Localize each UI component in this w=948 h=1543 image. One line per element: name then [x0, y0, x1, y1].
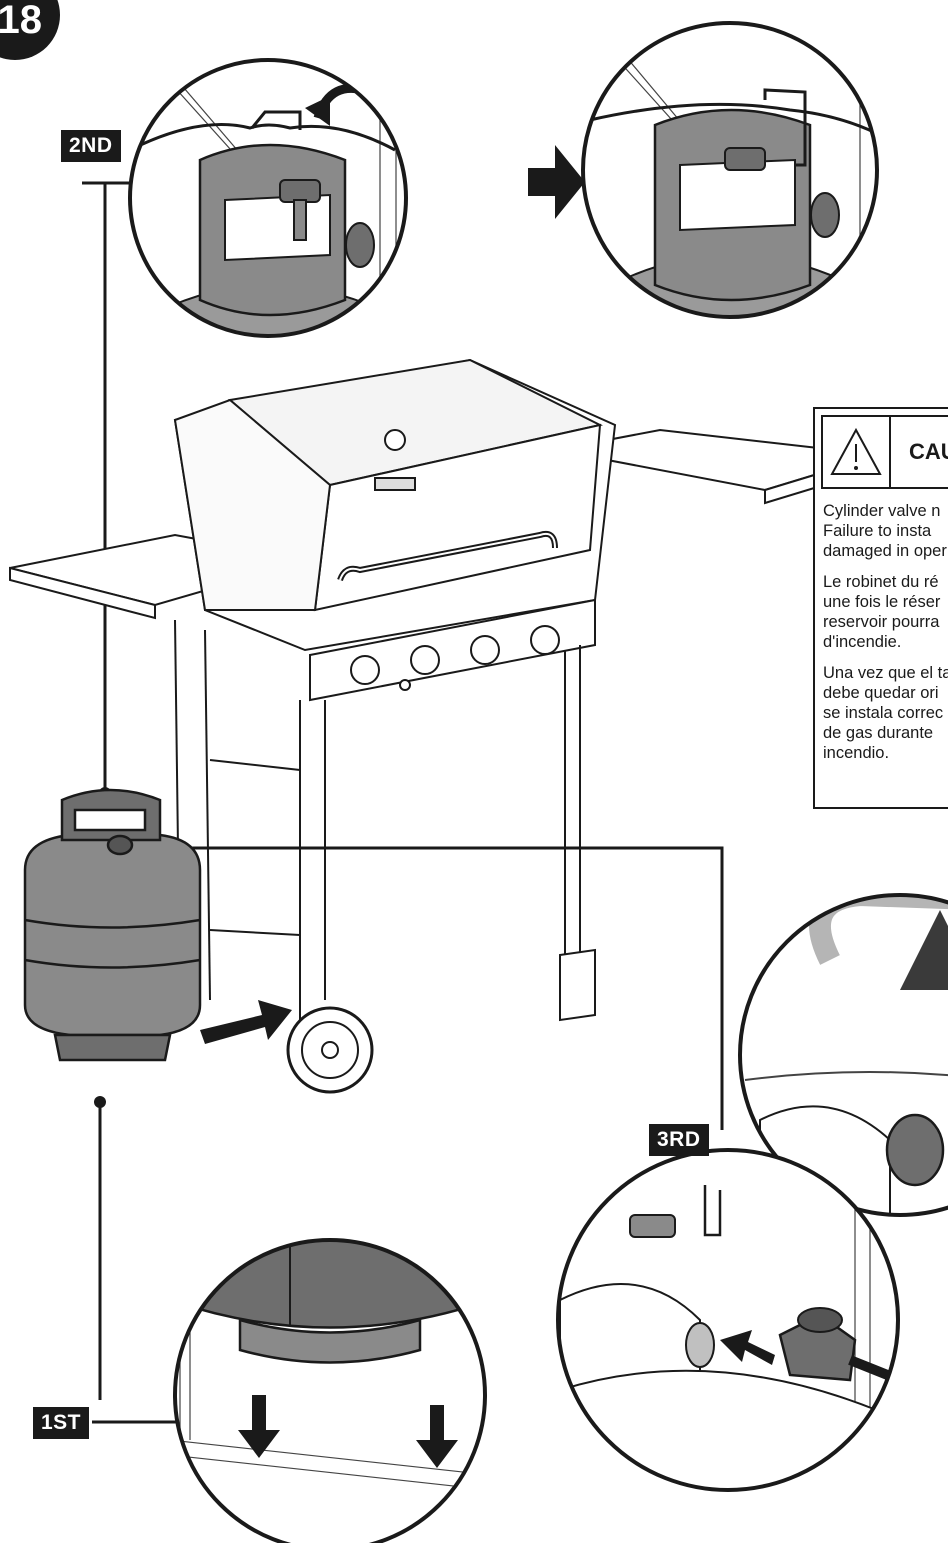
label-1st: 1ST — [33, 1407, 90, 1439]
right-arrow-icon — [528, 145, 585, 219]
caution-text: Cylinder valve n Failure to insta damage… — [823, 501, 948, 774]
down-arrow-icon — [416, 1405, 458, 1468]
leader-dot-bottom — [94, 1096, 106, 1108]
label-2nd: 2ND — [61, 130, 121, 162]
gas-cylinder — [23, 788, 202, 1062]
warning-triangle-icon — [823, 417, 891, 487]
caution-paragraph-es: Una vez que el ta debe quedar ori se ins… — [823, 664, 948, 762]
detail-circle-1st — [175, 1240, 485, 1543]
caution-header: CAU — [821, 415, 948, 489]
caution-paragraph-en: Cylinder valve n Failure to insta damage… — [823, 502, 947, 560]
caution-box: CAU Cylinder valve n Failure to insta da… — [813, 407, 948, 809]
down-arrow-icon — [238, 1395, 280, 1458]
label-3rd: 3RD — [649, 1124, 709, 1156]
detail-circle-2nd — [130, 60, 406, 336]
push-arrow-icon — [200, 1000, 292, 1044]
caution-paragraph-fr: Le robinet du ré une fois le réser reser… — [823, 573, 941, 651]
caution-heading: CAU — [909, 439, 948, 464]
left-arrow-icon — [720, 1330, 775, 1365]
